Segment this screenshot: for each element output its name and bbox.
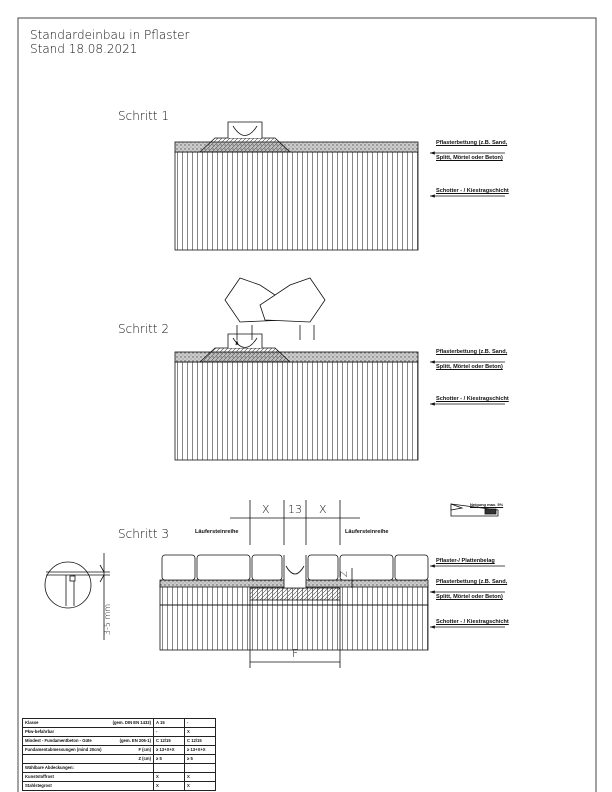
layer-bedding-1: Pflasterbettung (z.B. Sand, <box>436 579 508 585</box>
label-text: Klasse <box>25 720 39 725</box>
page-title: Standardeinbau in Pflaster Stand 18.08.2… <box>30 28 189 56</box>
row-label: Stahlstegrost <box>22 781 154 791</box>
layer-bedding-2: Splitt, Mörtel oder Beton) <box>436 155 503 161</box>
slope-label: Neigung max. 5% <box>470 502 504 507</box>
detail-view <box>44 553 110 640</box>
value-cell: X <box>184 727 216 737</box>
row-label: Klasse (gem. DIN EN 1433) <box>22 718 154 728</box>
table-row: Z (cm)≥ 5≥ 5 <box>22 754 216 764</box>
table-row: Pkw-befahrbar -X <box>22 727 216 737</box>
gap-dimension: 3-5 mm <box>103 603 113 636</box>
hand-right-icon <box>259 277 326 323</box>
layer-gravel: Schotter - / Kiestragschicht <box>436 396 509 402</box>
table-row: Wählbare Abdeckungen: <box>22 763 216 773</box>
label-text: Stahlstegrost <box>25 783 52 788</box>
title-text: Standardeinbau in Pflaster <box>30 28 190 42</box>
step1-section <box>174 121 505 251</box>
table-row: Fundamentabmessungen (mind 20cm)F (cm)≥ … <box>22 745 216 755</box>
value-cell: X <box>153 772 185 782</box>
step2-section <box>174 277 505 461</box>
row-label: Fundamentabmessungen (mind 20cm) F (cm) <box>22 745 154 755</box>
dim-z: Z <box>340 570 351 578</box>
layer-bedding-1: Pflasterbettung (z.B. Sand, <box>436 140 508 146</box>
table-row: Klasse (gem. DIN EN 1433)A 15- <box>22 718 216 728</box>
value-cell <box>153 763 185 773</box>
row-label: Pkw-befahrbar <box>22 727 154 737</box>
value-cell: - <box>184 718 216 728</box>
label-text: Kunststoffrost <box>25 774 54 779</box>
step1-label: Schritt 1 <box>118 109 169 123</box>
page-frame <box>17 17 597 792</box>
dim-x-left: X <box>262 503 270 516</box>
value-cell: - <box>153 727 185 737</box>
row-label: Wählbare Abdeckungen: <box>22 763 154 773</box>
value-cell: C 12/15 <box>153 736 185 746</box>
label-note: Z (cm) <box>138 756 151 761</box>
layer-bedding-2: Splitt, Mörtel oder Beton) <box>436 594 503 600</box>
value-cell: A 15 <box>153 718 185 728</box>
value-cell: C 12/15 <box>184 736 216 746</box>
layer-gravel: Schotter - / Kiestragschicht <box>436 619 509 625</box>
runner-row-left: Läufersteinreihe <box>195 529 239 535</box>
runner-row-right: Läufersteinreihe <box>345 529 389 535</box>
value-cell: ≥ 5 <box>153 754 185 764</box>
layer-paving: Pflaster-/ Plattenbelag <box>436 558 495 564</box>
label-note: F (cm) <box>138 747 151 752</box>
value-cell: X <box>184 781 216 791</box>
table-row: Mindest - Fundamentbeton - Güte (gem. EN … <box>22 736 216 746</box>
dim-x-right: X <box>319 503 327 516</box>
label-text: Wählbare Abdeckungen: <box>25 765 74 770</box>
row-label: Kunststoffrost <box>22 772 154 782</box>
layer-bedding-1: Pflasterbettung (z.B. Sand, <box>436 349 508 355</box>
value-cell: ≥ 5 <box>184 754 216 764</box>
row-label: Z (cm) <box>22 754 154 764</box>
label-note: (gem. EN 206-1) <box>119 738 151 743</box>
step2-label: Schritt 2 <box>118 322 169 336</box>
value-cell <box>184 763 216 773</box>
date-text: Stand 18.08.2021 <box>30 42 138 56</box>
label-text: Fundamentabmessungen (mind 20cm) <box>25 747 102 752</box>
value-cell: X <box>184 772 216 782</box>
slope-icon <box>450 503 499 517</box>
label-text: Pkw-befahrbar <box>25 729 55 734</box>
value-cell: ≥ 13+X+X <box>184 745 216 755</box>
dim-f: F <box>292 647 299 660</box>
value-cell: X <box>153 781 185 791</box>
layer-gravel: Schotter - / Kiestragschicht <box>436 188 509 194</box>
layer-bedding-2: Splitt, Mörtel oder Beton) <box>436 364 503 370</box>
row-label: Mindest - Fundamentbeton - Güte (gem. EN … <box>22 736 154 746</box>
label-note: (gem. DIN EN 1433) <box>112 720 151 725</box>
value-cell: ≥ 13+X+X <box>153 745 185 755</box>
step3-section <box>159 500 505 668</box>
dim-width: 13 <box>288 503 302 516</box>
step3-label: Schritt 3 <box>118 527 169 541</box>
label-text: Mindest - Fundamentbeton - Güte <box>25 738 92 743</box>
spec-table: Klasse(gem. DIN EN 1433)A 15-Pkw-befahrb… <box>22 718 216 791</box>
